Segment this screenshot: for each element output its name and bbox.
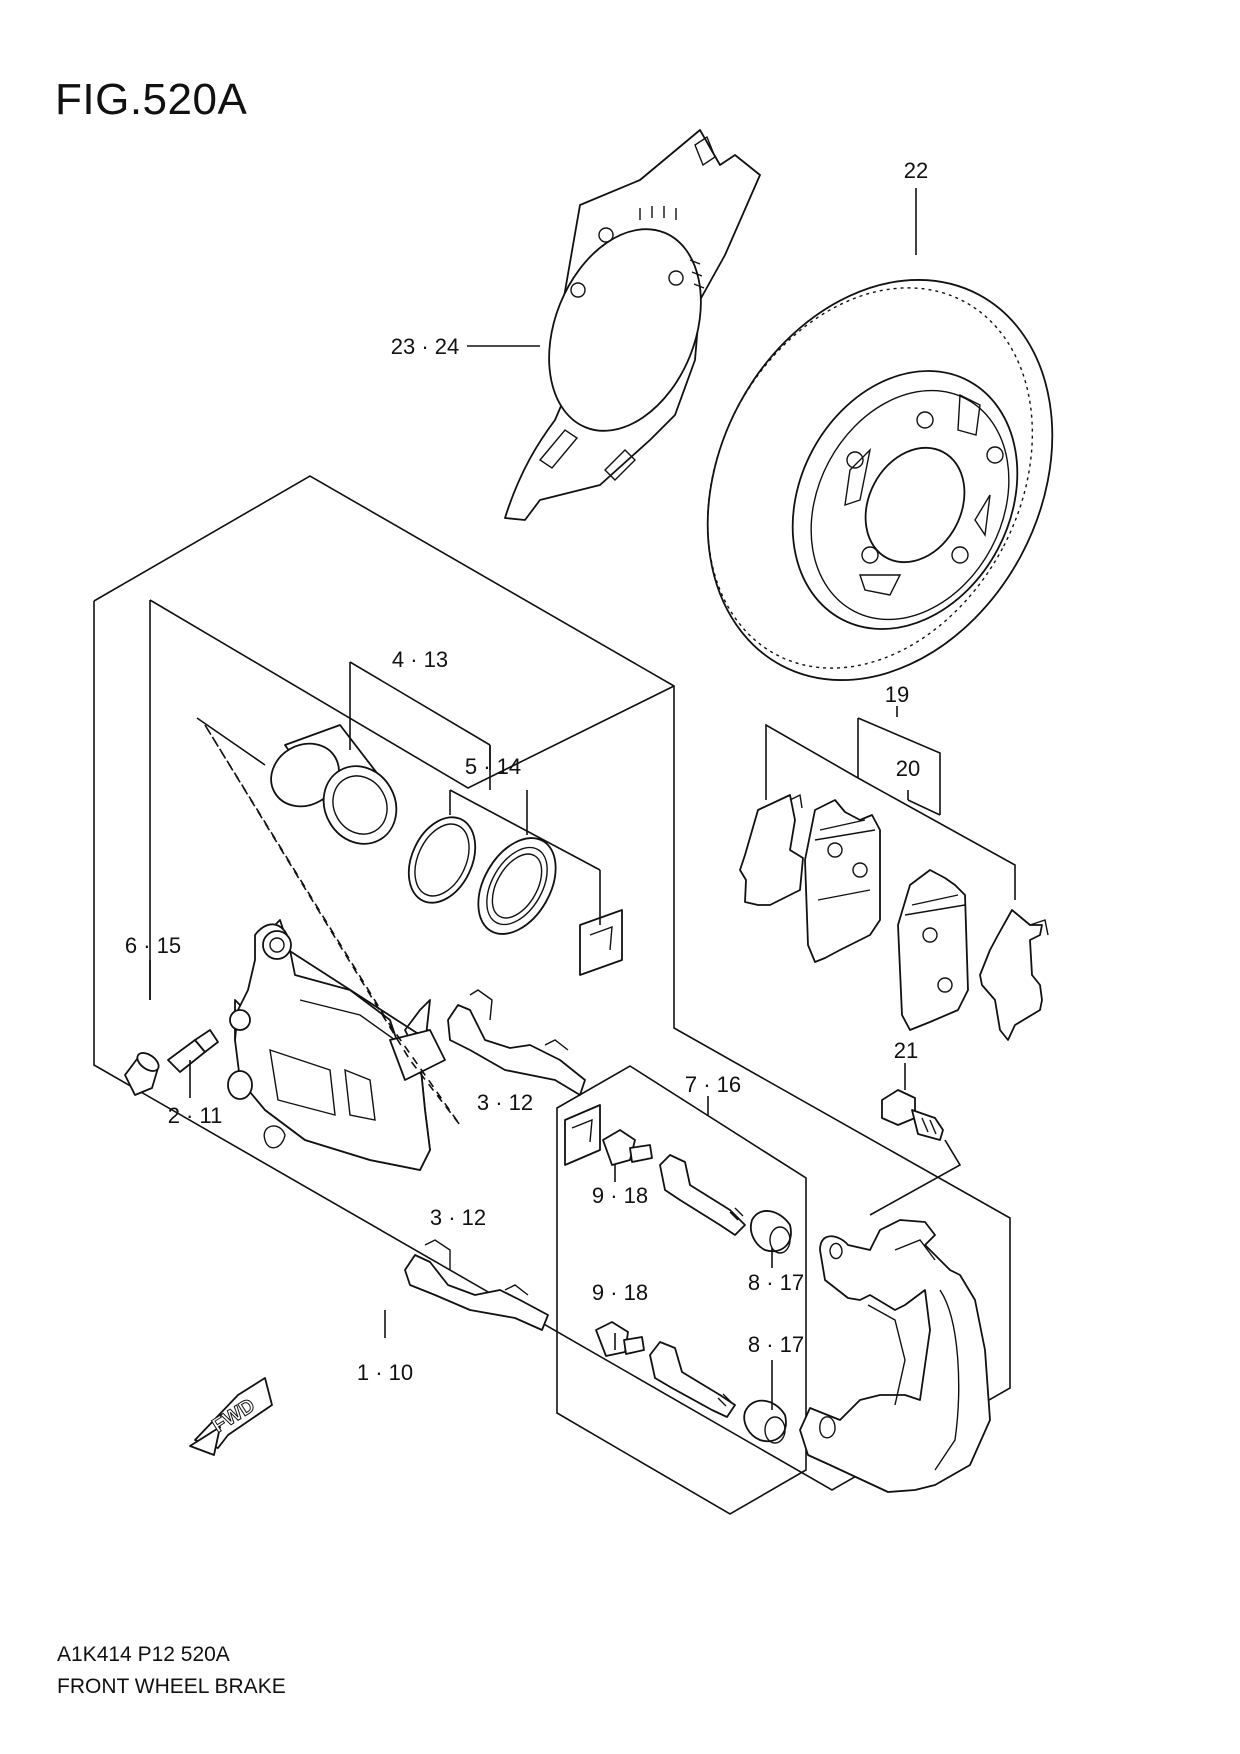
callout-23-24: 23 · 24: [391, 334, 460, 359]
callout-9-18-lower: 9 · 18: [592, 1280, 648, 1305]
callout-8-17-upper: 8 · 17: [748, 1270, 804, 1295]
caliper-dashed-leader: [204, 724, 461, 1126]
guide-pin-bolt-lower[interactable]: [595, 1321, 645, 1357]
bleeder-screw[interactable]: [167, 1029, 219, 1073]
bleeder-cap[interactable]: [124, 1049, 162, 1096]
callout-labels: 22 23 · 24 4 · 13 5 · 14 19 20 6 · 15 2 …: [125, 158, 928, 1385]
guide-pin-lower[interactable]: [649, 1341, 736, 1418]
callout-1-10: 1 · 10: [357, 1360, 413, 1385]
callout-leader-lines: [149, 188, 1016, 1410]
guide-pin-upper[interactable]: [659, 1154, 746, 1236]
pin-boot-lower[interactable]: [743, 1399, 787, 1444]
caliper-carrier-bracket[interactable]: [799, 1219, 991, 1493]
callout-21: 21: [894, 1038, 918, 1063]
grease-packet-pin[interactable]: [564, 1104, 601, 1166]
caliper-piston[interactable]: [260, 724, 411, 857]
callout-6-15: 6 · 15: [125, 933, 181, 958]
piston-boot[interactable]: [462, 824, 571, 947]
brake-pad-outer[interactable]: [897, 869, 969, 1031]
piston-seal[interactable]: [396, 807, 488, 914]
callout-9-18-upper: 9 · 18: [592, 1183, 648, 1208]
grease-packet-piston[interactable]: [579, 909, 623, 976]
brake-dust-shield[interactable]: [504, 129, 761, 521]
diagram-name: FRONT WHEEL BRAKE: [57, 1675, 286, 1698]
callout-5-14: 5 · 14: [465, 754, 521, 779]
pin-boot-upper[interactable]: [750, 1210, 792, 1254]
callout-20: 20: [896, 756, 920, 781]
pad-clip-lower[interactable]: [404, 1239, 549, 1331]
callout-19: 19: [885, 682, 909, 707]
callout-7-16: 7 · 16: [685, 1072, 741, 1097]
callout-8-17-lower: 8 · 17: [748, 1332, 804, 1357]
callout-3-12-lower: 3 · 12: [430, 1205, 486, 1230]
caliper-assembly-outline: [93, 475, 1011, 1491]
callout-22: 22: [904, 158, 928, 183]
pad-clip-upper[interactable]: [447, 989, 586, 1096]
figure-title: FIG.520A: [55, 75, 248, 124]
piston-bore-leader: [196, 717, 266, 766]
carrier-mounting-bolt[interactable]: [881, 1089, 944, 1141]
brake-disc-rotor[interactable]: [640, 219, 1120, 740]
diagram-code: A1K414 P12 520A: [57, 1643, 230, 1666]
guide-pin-bolt-upper[interactable]: [602, 1129, 653, 1166]
slide-pin-group-outline: [556, 1065, 807, 1515]
callout-3-12-upper: 3 · 12: [477, 1090, 533, 1115]
caliper-body[interactable]: [227, 919, 446, 1171]
callout-2-11: 2 · 11: [168, 1103, 223, 1128]
callout-4-13: 4 · 13: [392, 647, 448, 672]
pad-shim-inner[interactable]: [739, 793, 804, 906]
brake-pad-inner[interactable]: [804, 799, 881, 963]
forward-direction-arrow: FWD: [189, 1377, 273, 1456]
pad-shim-outer[interactable]: [979, 909, 1049, 1041]
